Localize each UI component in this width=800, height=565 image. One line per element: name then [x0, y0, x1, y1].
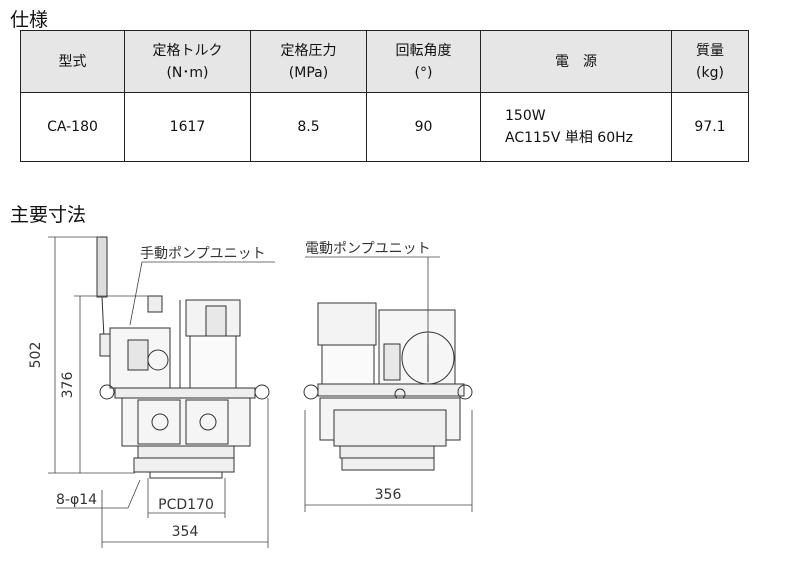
header-torque: 定格トルク(N･m)	[124, 30, 251, 93]
dimension-drawing: 手動ポンプユニット 電動ポンプユニット 502 376 8-φ14 PCD170…	[28, 236, 473, 548]
cell-mass: 97.1	[671, 92, 749, 162]
dims-heading: 主要寸法	[10, 204, 87, 226]
header-power: 電 源	[480, 30, 672, 93]
dim-width-left: 354	[172, 524, 199, 540]
header-angle: 回転角度(°)	[366, 30, 481, 93]
dim-pcd: PCD170	[158, 497, 214, 513]
cell-pressure: 8.5	[250, 92, 367, 162]
dim-holes: 8-φ14	[56, 492, 97, 508]
header-model: 型式	[20, 30, 125, 93]
dim-height-total: 502	[28, 342, 44, 369]
manual-pump-view	[96, 236, 270, 479]
header-mass: 質量(kg)	[671, 30, 749, 93]
dim-width-right: 356	[375, 487, 402, 503]
electric-pump-view	[303, 302, 473, 471]
dim-height-body: 376	[60, 372, 76, 399]
spec-table: 型式 定格トルク(N･m) 定格圧力(MPa) 回転角度(°) 電 源 質量(k…	[20, 30, 749, 162]
spec-heading: 仕様	[10, 9, 49, 31]
cell-angle: 90	[366, 92, 481, 162]
header-pressure: 定格圧力(MPa)	[250, 30, 367, 93]
spec-header-row: 型式 定格トルク(N･m) 定格圧力(MPa) 回転角度(°) 電 源 質量(k…	[20, 30, 749, 93]
cell-torque: 1617	[124, 92, 251, 162]
electric-pump-label: 電動ポンプユニット	[305, 241, 431, 257]
manual-pump-label: 手動ポンプユニット	[140, 246, 266, 262]
cell-model: CA-180	[20, 92, 125, 162]
